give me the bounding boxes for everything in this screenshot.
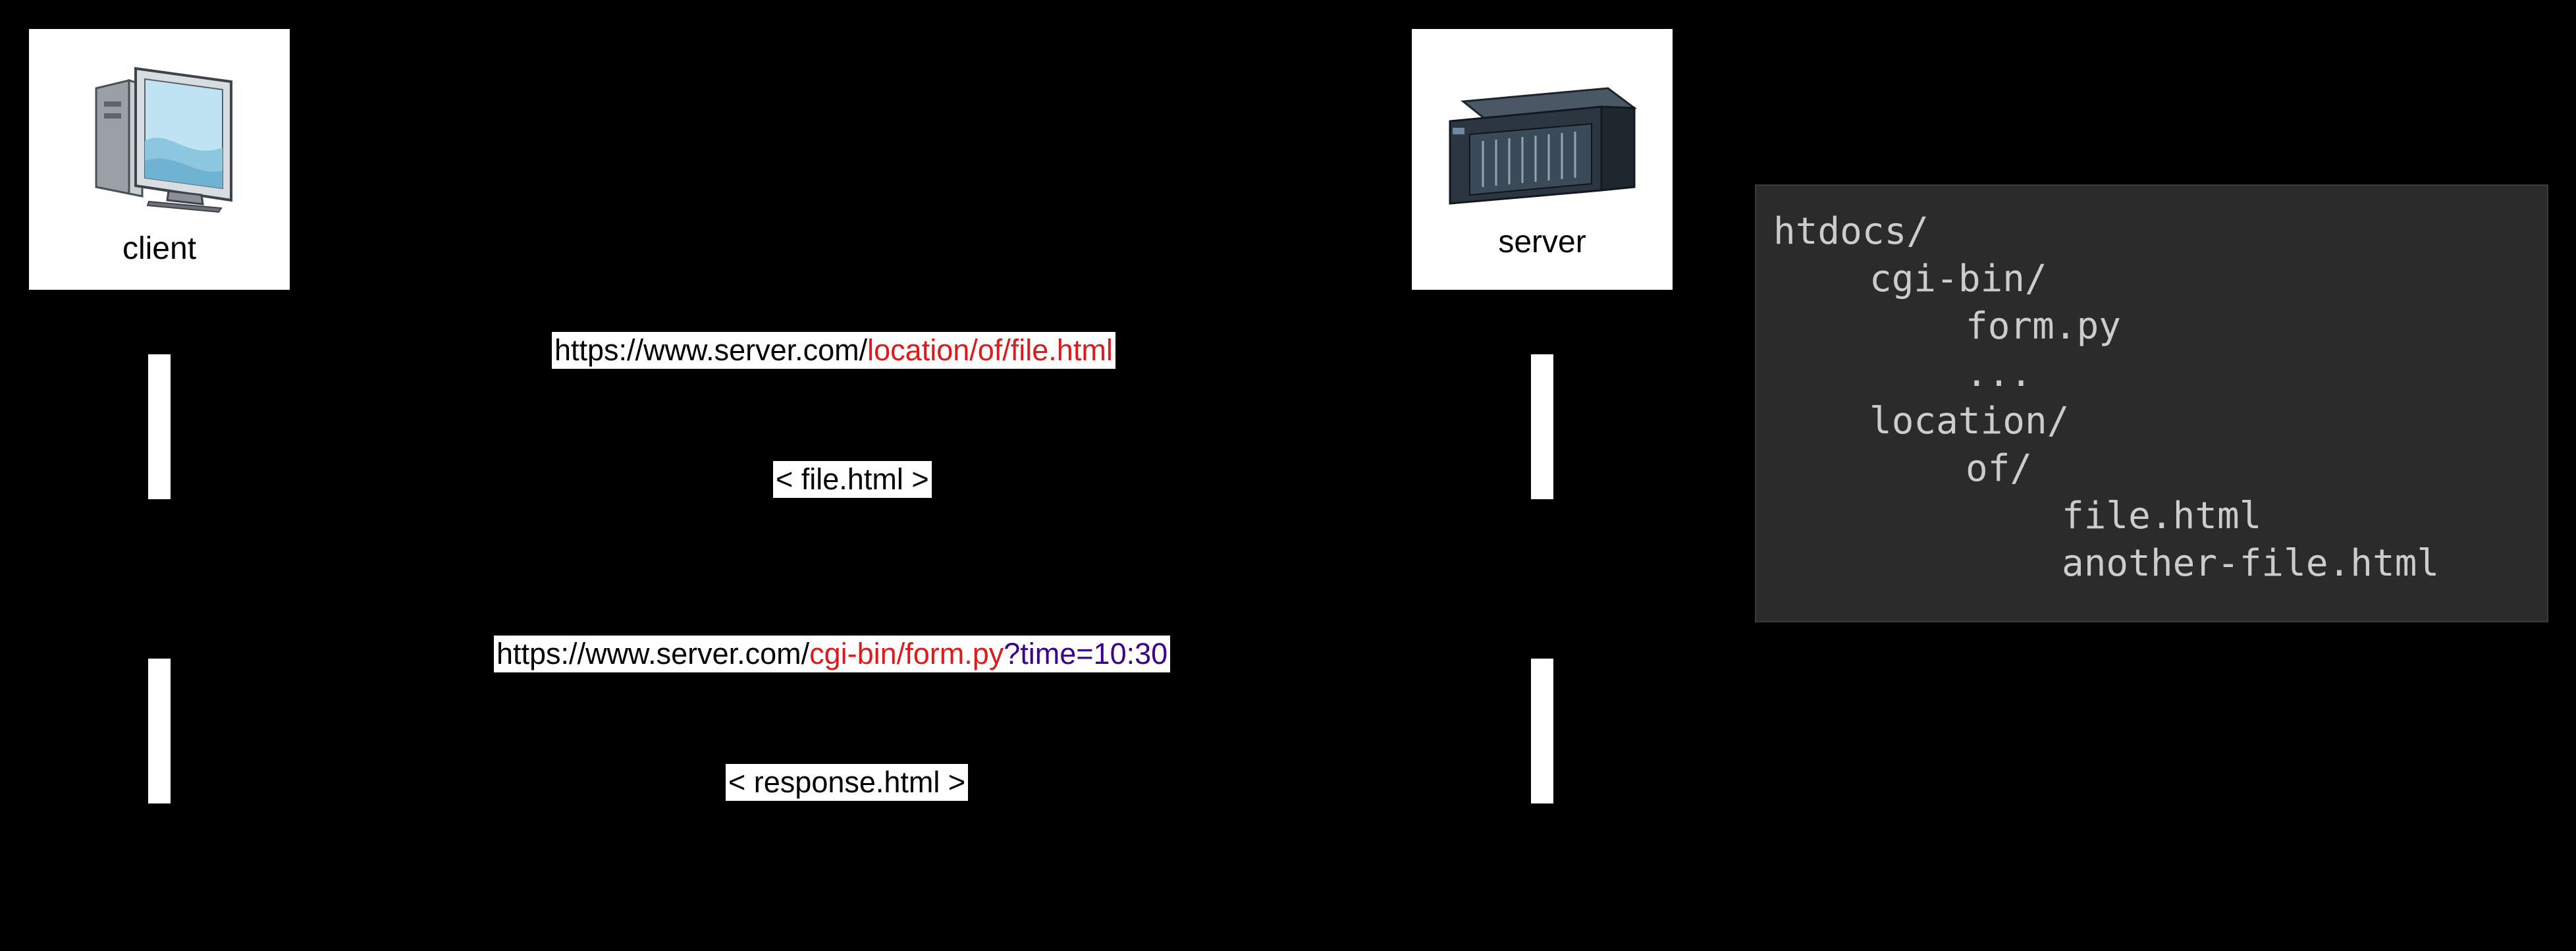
server-activation-bar-1	[1531, 354, 1553, 499]
client-activation-bar-1	[148, 354, 171, 499]
server-label: server	[1498, 225, 1586, 259]
request-2-query: ?time=10:30	[1004, 637, 1168, 670]
client-actor: client	[29, 29, 290, 290]
server-actor: server	[1412, 29, 1673, 290]
tree-line-location: location/	[1869, 400, 2070, 443]
client-activation-bar-2	[148, 659, 171, 803]
tree-line-of: of/	[1966, 447, 2033, 490]
tree-line-htdocs: htdocs/	[1773, 210, 1929, 253]
desktop-computer-icon	[95, 67, 232, 213]
request-2-base: https://www.server.com/	[496, 637, 810, 670]
request-1-path: location/of/file.html	[867, 333, 1113, 367]
request-1-base: https://www.server.com/	[554, 333, 868, 367]
client-label: client	[122, 231, 197, 266]
tree-line-file-html: file.html	[2062, 495, 2262, 537]
tree-line-another-file-html: another-file.html	[2062, 542, 2440, 585]
response-message-1: < file.html >	[773, 461, 932, 498]
tree-line-ellipsis: ...	[1966, 352, 2033, 395]
response-1-text: < file.html >	[776, 462, 929, 496]
response-2-text: < response.html >	[728, 765, 966, 799]
server-activation-bar-2	[1531, 659, 1553, 803]
tree-line-form-py: form.py	[1966, 305, 2122, 348]
request-message-1: https://www.server.com/location/of/file.…	[552, 332, 1115, 369]
response-message-2: < response.html >	[726, 764, 969, 801]
tree-line-cgi-bin: cgi-bin/	[1869, 258, 2047, 300]
rack-server-icon	[1449, 87, 1637, 205]
request-2-path: cgi-bin/form.py	[809, 637, 1004, 670]
filesystem-tree-panel: htdocs/ cgi-bin/ form.py ... location/ o…	[1755, 184, 2548, 622]
request-message-2: https://www.server.com/cgi-bin/form.py?t…	[494, 636, 1171, 672]
